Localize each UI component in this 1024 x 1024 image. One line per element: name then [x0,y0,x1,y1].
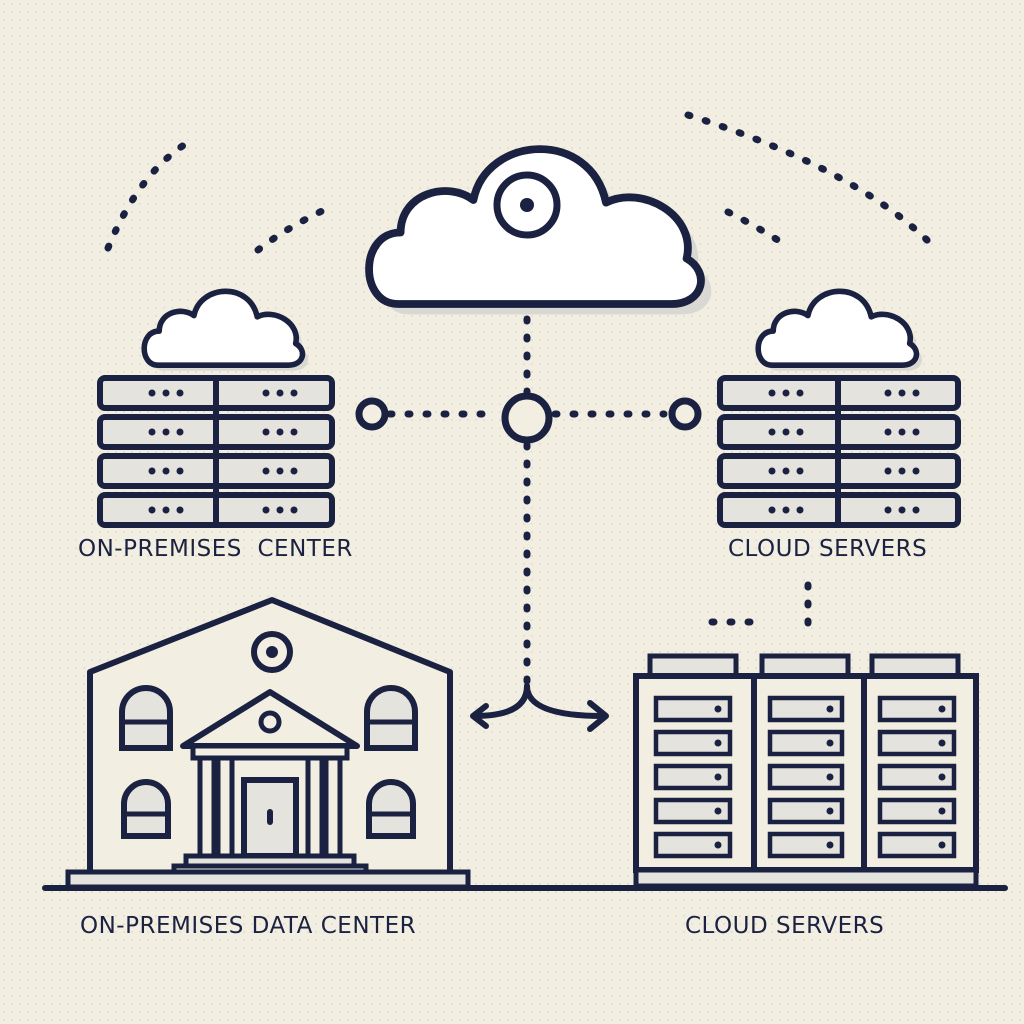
hub-node-icon [501,392,553,444]
left-node-icon [355,397,389,431]
cloud-node-icon [493,171,561,239]
arc-left-inner [254,201,339,254]
connection-nodes [355,392,702,444]
dashed-connectors [104,111,939,689]
label-lower-right: CLOUD SERVERS [685,913,884,939]
left-cloud-icon [144,291,309,371]
arc-right-outer [684,111,939,252]
double-arrow-icon [470,683,609,732]
label-upper-right: CLOUD SERVERS [728,536,927,562]
building-icon [65,597,471,890]
label-lower-left: ON-PREMISES DATA CENTER [80,913,416,939]
server-rack-left-icon [97,375,335,528]
server-cabinets-icon [633,653,979,889]
server-rack-right-icon [717,375,961,528]
arc-right-inner [724,208,794,252]
right-node-icon [668,397,702,431]
label-upper-left: ON-PREMISES CENTER [78,536,353,562]
arc-left-upper [104,136,196,252]
right-cloud-icon [758,291,923,371]
